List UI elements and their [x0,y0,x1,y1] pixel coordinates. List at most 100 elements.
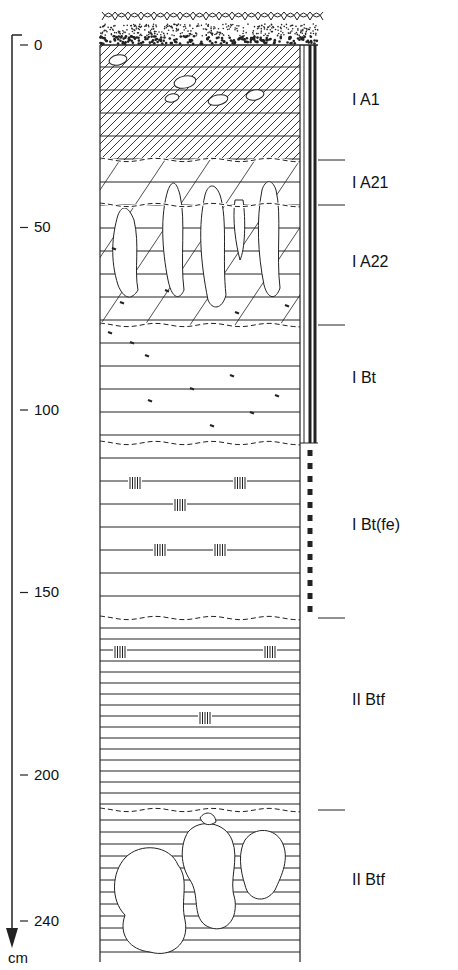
stone [108,53,128,67]
horizon-label: I Bt(fe) [352,516,400,534]
hatch-line [284,45,300,160]
layer-line [100,804,300,805]
tongue [113,208,138,297]
diagonal-line [280,160,300,325]
speck [275,395,279,397]
speck [120,302,124,304]
horizon-label: I Bt [352,369,376,387]
horizon-boundary [100,616,300,620]
layer-line [100,760,300,761]
layer-line [100,320,300,321]
mottle [153,543,167,557]
surface-symbol [99,12,323,45]
tongue [163,183,184,297]
boundary-tick [318,810,345,811]
speck [230,375,234,377]
hatch-line [100,45,175,160]
sample-bar [309,45,312,443]
layer-line [100,389,300,390]
depth-label: cm [8,950,28,967]
hatch-line [276,45,300,160]
hatch-line [292,45,300,160]
mottle [128,476,142,490]
layer-line [100,504,300,505]
layer-line [100,661,300,662]
diagonal-line [100,160,210,325]
layer-line [100,705,300,706]
layer-line [100,749,300,750]
speck [285,305,289,307]
mottle-blob [114,848,185,954]
layer-line [100,738,300,739]
horizon-label: I A21 [352,174,388,192]
stone [245,88,265,102]
speck [112,248,116,250]
speck [148,400,152,402]
layer-line [100,639,300,640]
surface-line [100,44,318,46]
diagonal-line [145,160,255,325]
speck [145,355,149,357]
hatch-line [100,45,127,160]
hatch-line [100,45,207,160]
hatch-line [244,45,300,160]
hatch-line [100,45,143,160]
layer-line [100,412,300,413]
layer-line [100,596,300,597]
horizon-label: II Btf [352,871,385,889]
layer-line [100,793,300,794]
stone [207,93,229,107]
horizon-boundary [100,203,300,207]
profile-column [0,45,458,962]
layer-line [100,771,300,772]
horizon-boundary [100,808,300,812]
speck [250,412,254,414]
layer-line [100,727,300,728]
sample-bar-dotted [308,450,313,618]
speck [165,290,169,292]
hatch-line [220,45,300,160]
mottle [263,645,277,659]
layer-line [100,435,300,436]
mottle-blob [240,830,285,899]
hatch-line [228,45,300,160]
column-edge [99,45,100,962]
speck [130,342,134,344]
depth-axis [6,35,28,948]
tongue [234,200,245,260]
depth-label: 150 [34,584,59,601]
depth-label: 240 [34,913,59,930]
hatch-line [260,45,300,160]
depth-label: 200 [34,767,59,784]
horizon-label: I A22 [352,253,388,271]
layer-line [100,694,300,695]
layer-line [100,952,300,953]
sample-bar [304,45,305,443]
layer-line [100,136,300,137]
mottle-blob [182,824,235,929]
layer-line [100,343,300,344]
layer-line [100,527,300,528]
mottle [233,476,247,490]
boundary-tick [318,160,345,161]
stone [173,74,197,90]
stone [164,93,179,104]
boundary-tick [318,325,345,326]
hatch-line [188,45,300,160]
mottle [198,711,212,725]
layer-line [100,113,300,114]
mottle [213,543,227,557]
hatch-line [196,45,300,160]
speck [210,425,214,427]
hatch-line [100,45,191,160]
horizon-boundary [100,323,300,327]
boundary-tick [318,205,345,206]
speck [190,388,194,390]
speck [235,312,239,314]
mottle [113,645,127,659]
diagonal-line [235,160,300,325]
layer-line [100,573,300,574]
horizon-label: II Btf [352,691,385,709]
